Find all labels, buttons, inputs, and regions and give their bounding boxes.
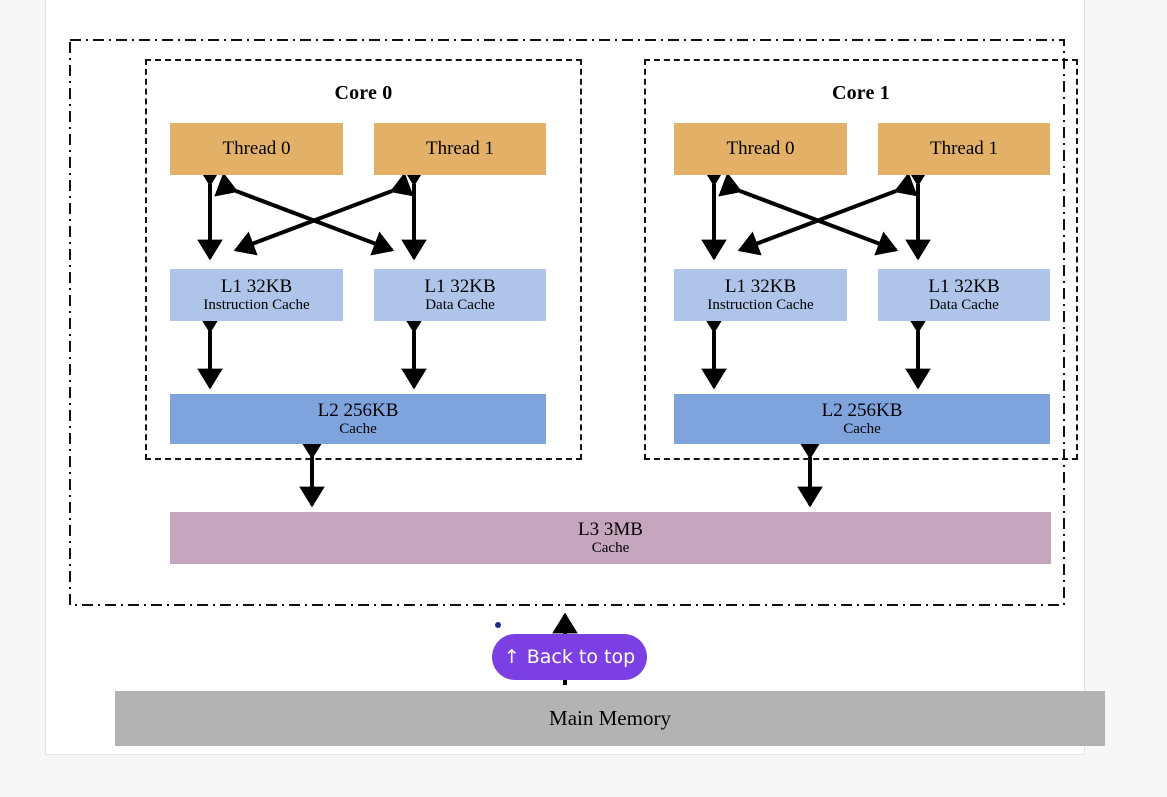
l3-kind: Cache	[591, 540, 630, 557]
core1-l1i-size: L1 32KB	[724, 275, 797, 297]
core0-l1i-size: L1 32KB	[220, 275, 293, 297]
core0-l2-cache-block: L2 256KB Cache	[170, 394, 546, 444]
l3-cache-block: L3 3MB Cache	[170, 512, 1051, 564]
core-1-title: Core 1	[831, 82, 891, 104]
core1-l2-size: L2 256KB	[821, 399, 903, 421]
core-0-title: Core 0	[334, 82, 393, 104]
core1-l1-data-cache-block: L1 32KB Data Cache	[878, 269, 1050, 321]
core1-l1d-size: L1 32KB	[928, 275, 1000, 297]
focus-indicator-dot	[495, 622, 501, 628]
core0-l1i-kind: Instruction Cache	[203, 297, 310, 314]
core1-thread-0-label: Thread 0	[726, 138, 795, 160]
core1-thread-1-label: Thread 1	[929, 138, 999, 160]
core0-thread-0-label: Thread 0	[222, 138, 291, 160]
core0-thread-1-block: Thread 1	[374, 123, 546, 175]
core1-l1i-kind: Instruction Cache	[707, 297, 814, 314]
core0-thread-0-block: Thread 0	[170, 123, 343, 175]
core0-l1-instruction-cache-block: L1 32KB Instruction Cache	[170, 269, 343, 321]
arrow-up-icon: ↑	[503, 645, 520, 668]
core0-l1d-kind: Data Cache	[425, 297, 495, 314]
core0-l1-data-cache-block: L1 32KB Data Cache	[374, 269, 546, 321]
l3-size: L3 3MB	[578, 518, 643, 540]
core1-l2-kind: Cache	[843, 421, 881, 438]
main-memory-block: Main Memory	[115, 691, 1105, 746]
back-to-top-label: Back to top	[526, 646, 636, 668]
core0-l2-size: L2 256KB	[317, 399, 399, 421]
core1-thread-1-block: Thread 1	[878, 123, 1050, 175]
document-page: Core 0 Core 1 Thread 0 Thread 1 L1 32KB …	[45, 0, 1105, 755]
core-1-container	[644, 59, 1078, 460]
core0-thread-1-label: Thread 1	[425, 138, 495, 160]
main-memory-label: Main Memory	[549, 705, 671, 730]
core1-l1-instruction-cache-block: L1 32KB Instruction Cache	[674, 269, 847, 321]
core0-l1d-size: L1 32KB	[424, 275, 496, 297]
core1-l1d-kind: Data Cache	[929, 297, 999, 314]
core1-l2-cache-block: L2 256KB Cache	[674, 394, 1050, 444]
back-to-top-button[interactable]: ↑ Back to top	[492, 634, 647, 680]
core0-l2-kind: Cache	[339, 421, 377, 438]
core1-thread-0-block: Thread 0	[674, 123, 847, 175]
core-0-container	[145, 59, 582, 460]
